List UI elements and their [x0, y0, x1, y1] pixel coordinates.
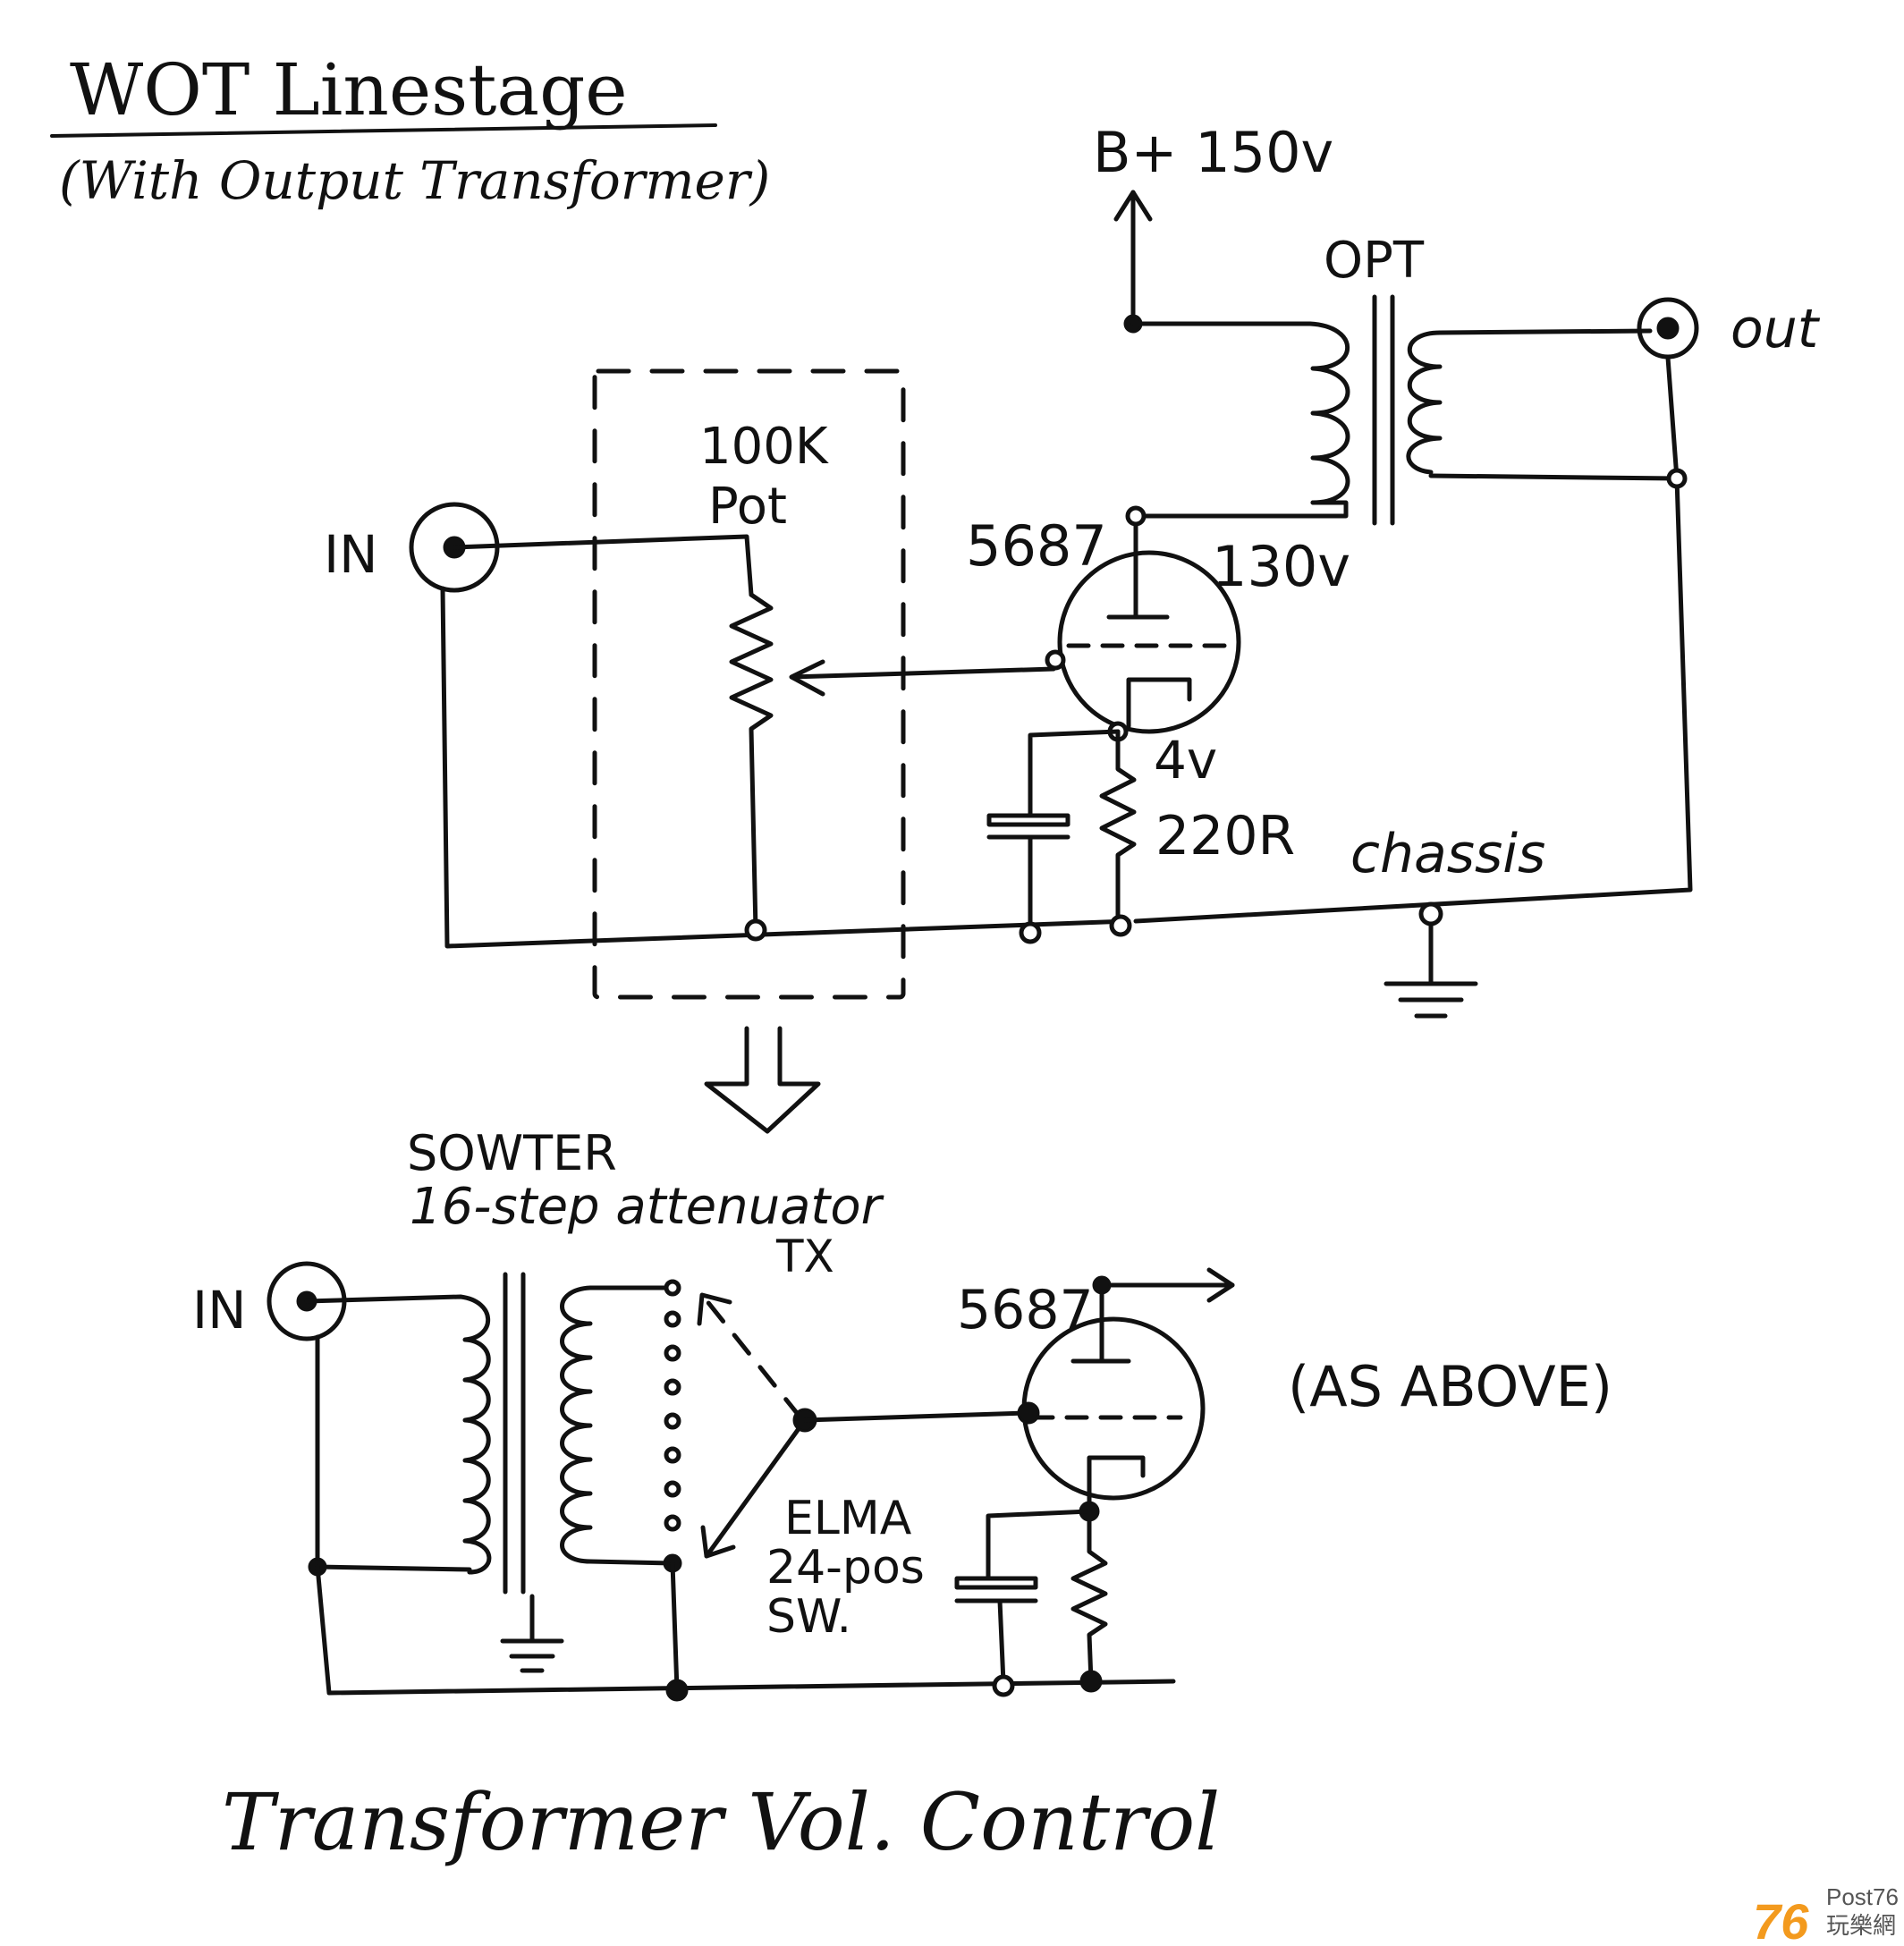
attenuator-transformer-icon — [304, 1272, 675, 1595]
watermark-brand: Post76 — [1826, 1883, 1899, 1910]
tap-ground-wire — [670, 1561, 680, 1693]
bottom-cap-ground-node — [992, 1674, 1015, 1697]
supply-arrow-icon — [1113, 190, 1153, 325]
cathode-resistor-label: 220R — [1155, 805, 1295, 867]
as-above-note: (AS ABOVE) — [1288, 1354, 1612, 1419]
bottom-cathode-resistor-icon — [1070, 1509, 1108, 1684]
opt-label: OPT — [1324, 232, 1425, 290]
bypass-capacitor-icon — [986, 729, 1121, 933]
attenuator-taps — [663, 1279, 682, 1573]
resistor-ground-node — [1109, 914, 1132, 937]
bottom-grid-node — [1017, 1401, 1040, 1425]
title-underline — [50, 123, 717, 138]
bottom-plate-arrow-icon — [1099, 1267, 1235, 1303]
top-circuit: B+ 150v OPT out IN — [324, 120, 1821, 1019]
bottom-plate-node — [1092, 1275, 1112, 1295]
potentiometer-icon — [729, 592, 825, 933]
transform-down-arrow-icon — [704, 1026, 821, 1134]
chassis-node — [1418, 901, 1443, 926]
switch-type-label: 24-pos — [766, 1541, 925, 1595]
wiper-to-grid-wire — [790, 666, 1056, 680]
watermark-number: 76 — [1753, 1893, 1809, 1946]
supply-voltage-label: B+ 150v — [1093, 120, 1333, 185]
bottom-tube-label: 5687 — [957, 1279, 1094, 1341]
bottom-circuit: SOWTER 16-step attenuator TX IN — [192, 1125, 1612, 1702]
plate-node — [1125, 505, 1147, 527]
cathode-voltage-label: 4v — [1154, 730, 1217, 791]
attenuator-tx-label: TX — [775, 1231, 834, 1282]
ground-bus — [440, 586, 1131, 949]
bottom-resistor-ground-node — [1079, 1670, 1103, 1693]
caption: Transformer Vol. Control — [222, 1776, 1220, 1868]
plate-voltage-label: 130v — [1212, 534, 1350, 599]
chassis-label: chassis — [1350, 823, 1545, 885]
top-tube-label: 5687 — [966, 513, 1107, 579]
tap-ground-node — [665, 1679, 689, 1702]
attenuator-type-label: 16-step attenuator — [410, 1178, 884, 1236]
output-return-wire — [1133, 355, 1693, 924]
switch-to-grid-wire — [802, 1410, 1029, 1423]
diagram-subtitle: (With Output Transformer) — [59, 150, 770, 211]
attenuator-ground-icon — [500, 1594, 564, 1673]
top-tube-5687-icon — [1057, 521, 1241, 734]
watermark-cjk: 玩樂網 — [1826, 1912, 1896, 1939]
elma-switch-icon — [697, 1292, 808, 1559]
pot-ground-node — [744, 918, 767, 942]
output-transformer-icon — [1130, 294, 1680, 526]
cathode-resistor-icon — [1099, 729, 1137, 924]
cap-ground-node — [1019, 921, 1042, 944]
input-wire — [452, 534, 754, 597]
bottom-input-label: IN — [192, 1280, 247, 1341]
chassis-ground-icon — [1384, 921, 1478, 1019]
diagram-title: WOT Linestage — [70, 48, 628, 131]
site-watermark: 76 Post76 玩樂網 — [1753, 1883, 1899, 1946]
attenuator-brand-label: SOWTER — [407, 1125, 617, 1181]
input-label: IN — [324, 524, 378, 585]
bottom-ground-bus — [315, 1564, 1176, 1696]
pot-enclosure-box — [592, 368, 906, 1000]
output-label: out — [1731, 298, 1821, 360]
switch-brand-label: ELMA — [784, 1492, 912, 1545]
pot-value-label: 100K — [699, 418, 829, 476]
bottom-bypass-capacitor-icon — [954, 1509, 1092, 1686]
grid-node — [1045, 649, 1066, 671]
pot-type-label: Pot — [708, 478, 787, 536]
output-ground-node — [1666, 468, 1688, 489]
switch-sw-label: SW. — [766, 1590, 851, 1644]
output-jack-icon — [1637, 297, 1699, 360]
